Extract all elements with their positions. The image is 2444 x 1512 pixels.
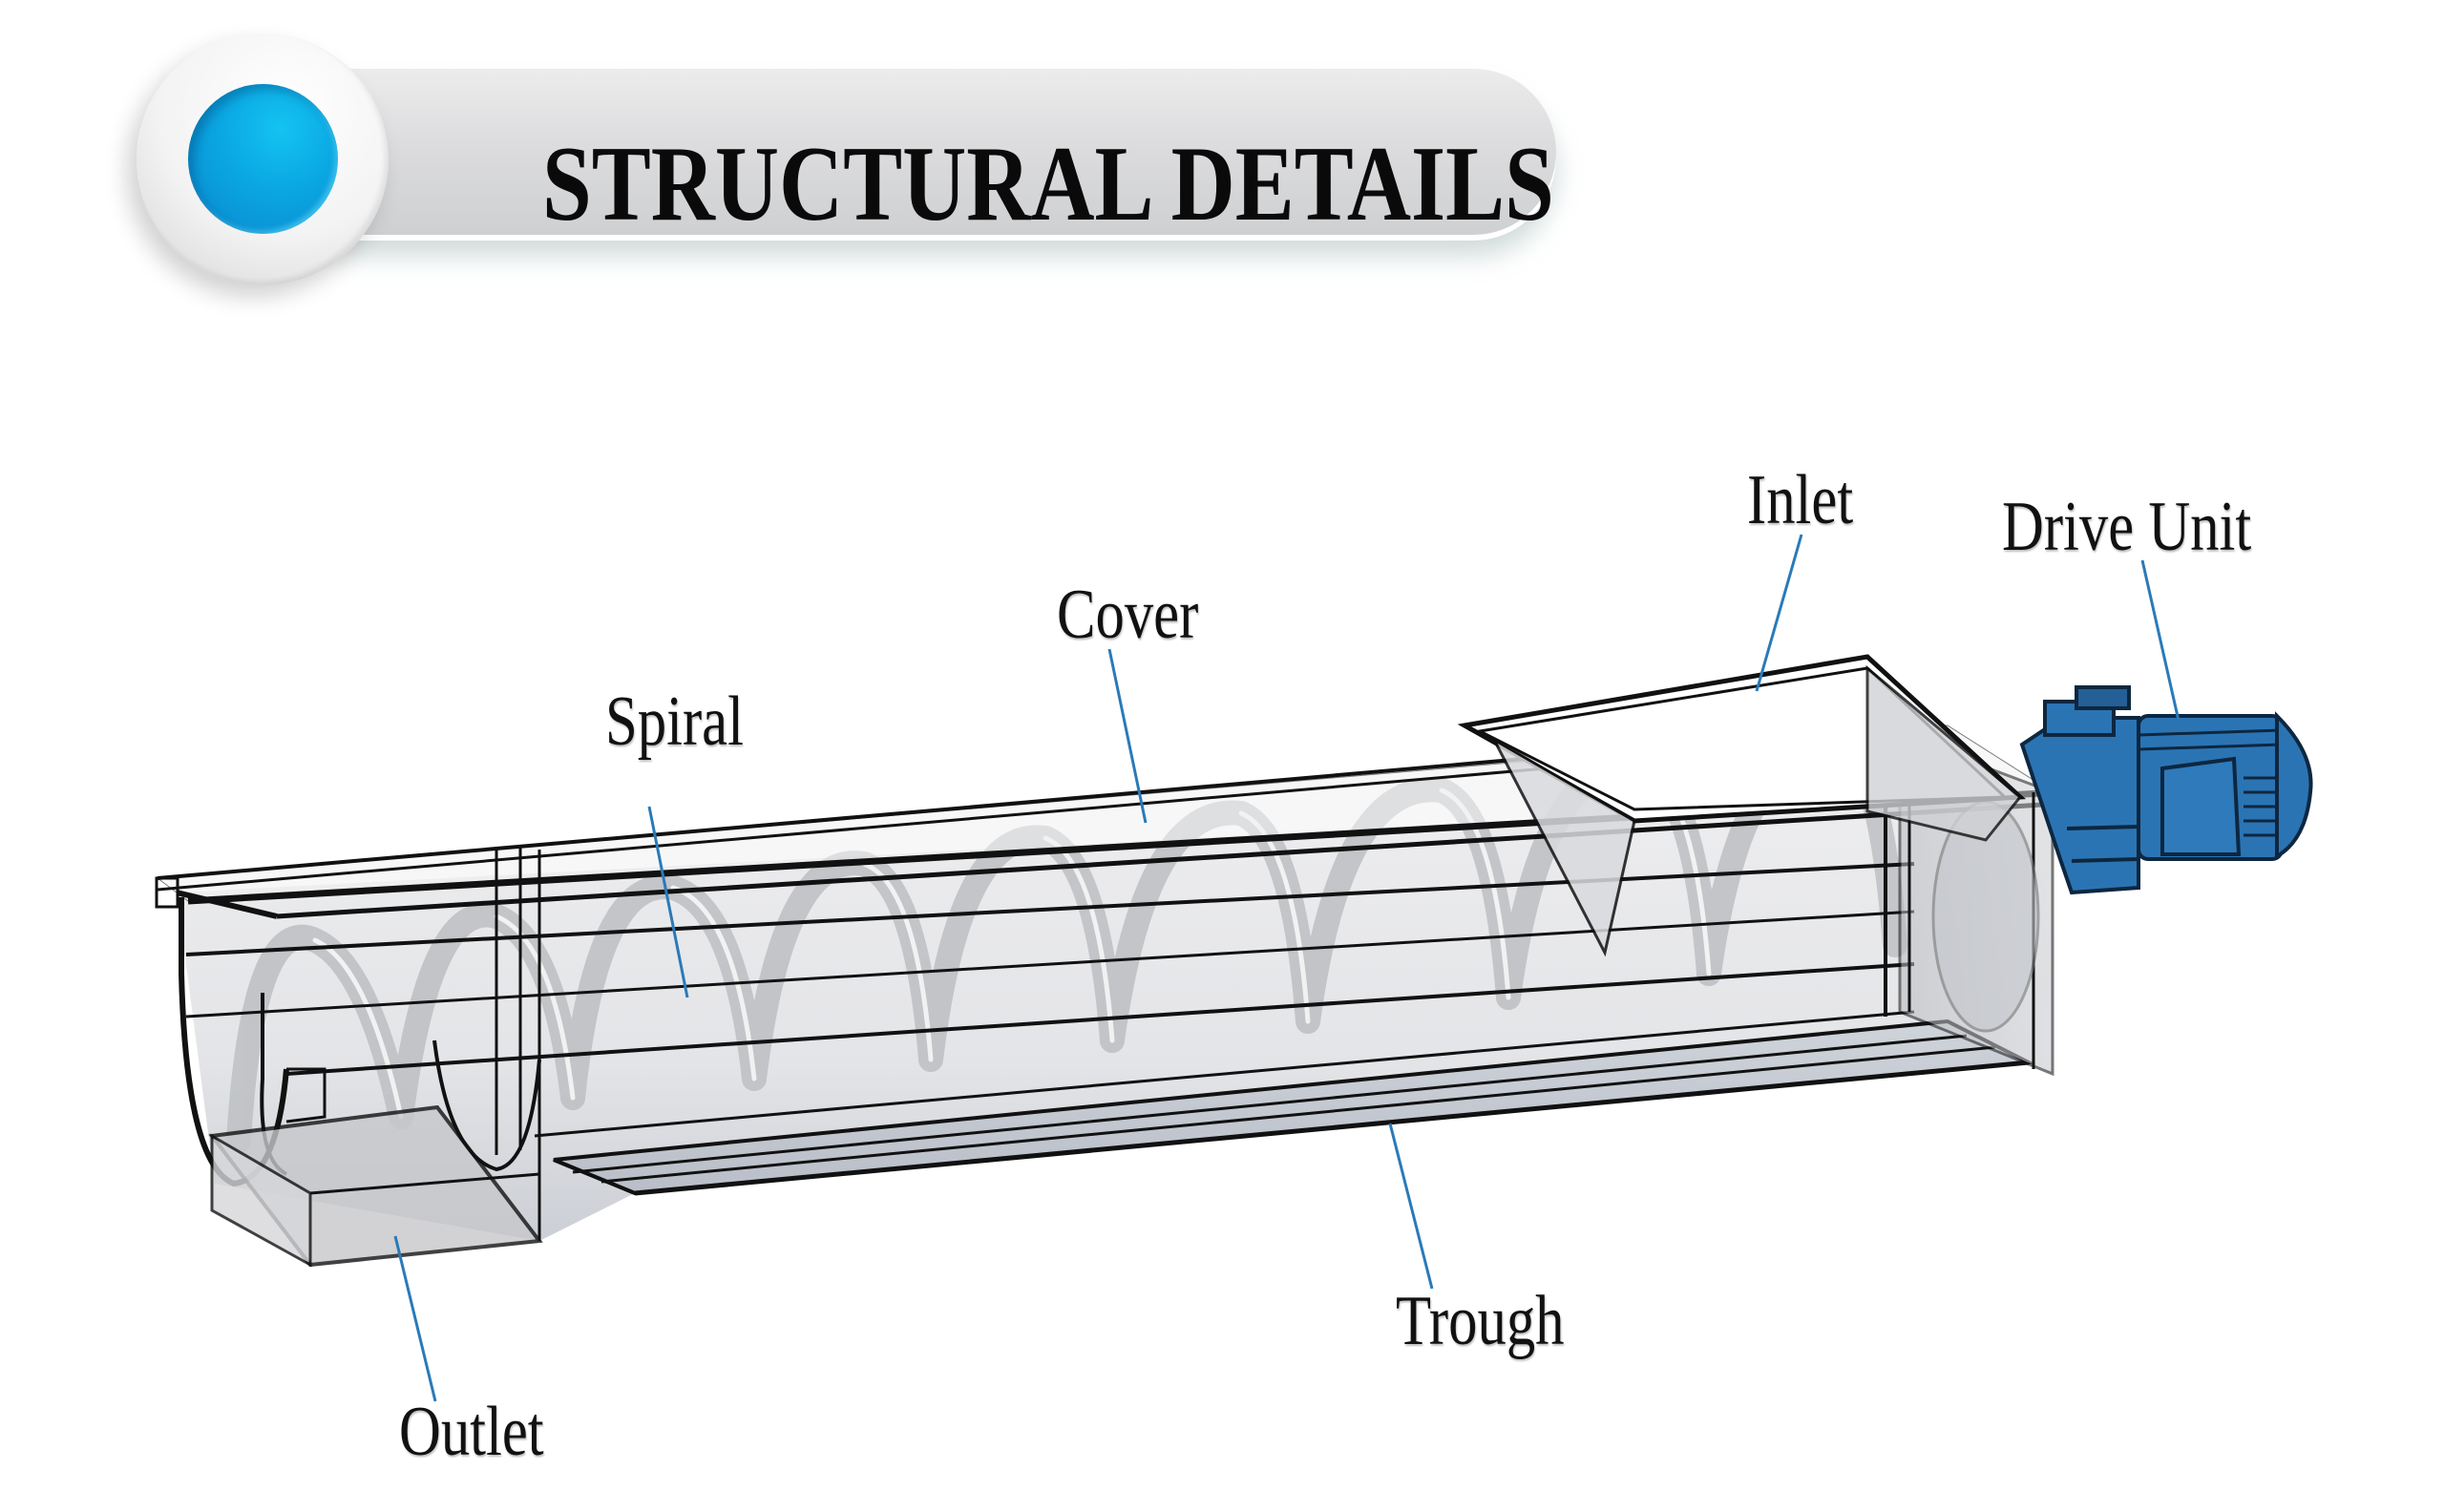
trough-edges: [185, 862, 1915, 1138]
leader-inlet: [1755, 534, 1803, 692]
blue-dot-icon: [188, 84, 338, 234]
leader-drive-unit: [2140, 559, 2181, 722]
label-spiral: Spiral: [605, 682, 744, 761]
leader-trough: [1388, 1123, 1434, 1290]
inlet-hopper: [1457, 654, 2027, 957]
outlet: [179, 845, 543, 1268]
leader-cover: [1107, 648, 1148, 824]
header-bar: [325, 69, 1556, 235]
label-outlet: Outlet: [399, 1393, 544, 1471]
section-header: STRUCTURAL DETAILS: [0, 0, 1623, 315]
leader-lines: [393, 534, 2181, 1402]
label-drive-unit: Drive Unit: [2002, 488, 2252, 566]
label-cover: Cover: [1057, 576, 1199, 654]
leader-spiral: [647, 806, 689, 998]
label-trough: Trough: [1396, 1282, 1565, 1360]
label-inlet: Inlet: [1747, 461, 1854, 539]
leader-outlet: [393, 1235, 437, 1402]
drive-unit-motor: [2019, 685, 2313, 895]
